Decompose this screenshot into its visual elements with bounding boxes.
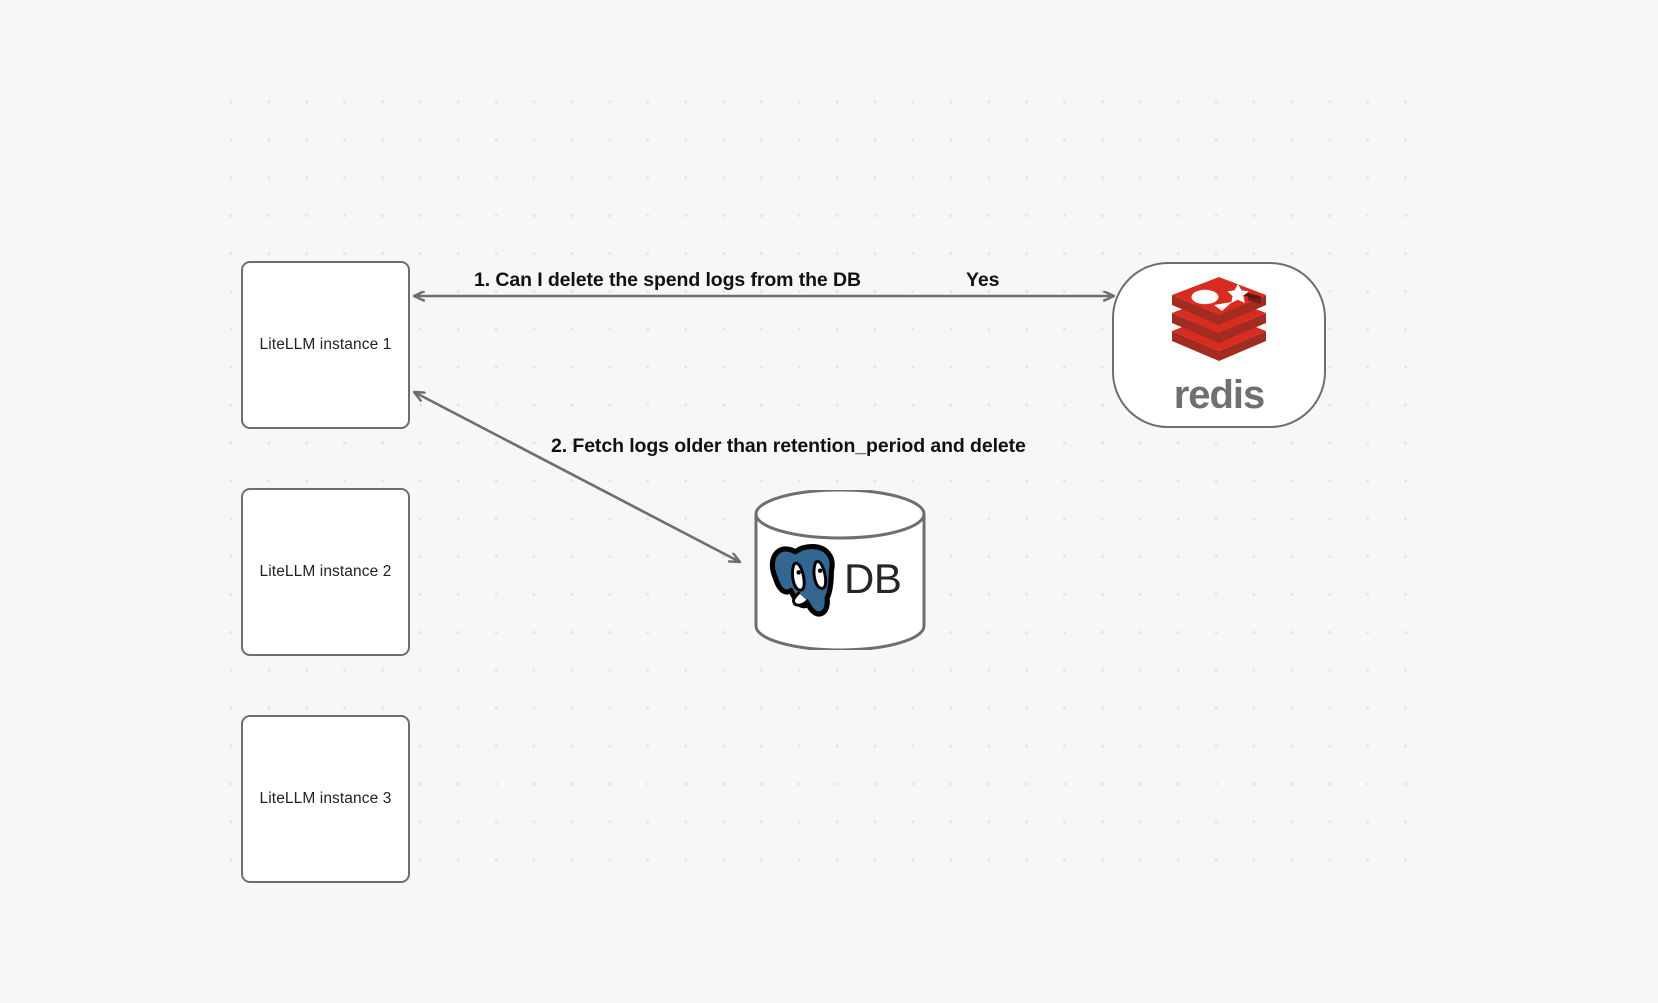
edge-litellm1-db[interactable]	[414, 392, 740, 562]
node-redis[interactable]: redis	[1112, 262, 1326, 428]
node-litellm-instance-2[interactable]: LiteLLM instance 2	[241, 488, 410, 656]
node-litellm-instance-1[interactable]: LiteLLM instance 1	[241, 261, 410, 429]
node-label: LiteLLM instance 1	[259, 336, 392, 353]
node-label: LiteLLM instance 3	[259, 790, 392, 807]
edge-label-2: 2. Fetch logs older than retention_perio…	[551, 435, 1026, 457]
redis-logo-icon	[1172, 277, 1266, 361]
edge-label-1-reply: Yes	[966, 269, 1000, 291]
postgresql-elephant-icon	[769, 544, 835, 617]
db-label: DB	[844, 555, 902, 602]
redis-wordmark: redis	[1173, 373, 1266, 417]
node-label: LiteLLM instance 2	[259, 563, 392, 580]
node-litellm-instance-3[interactable]: LiteLLM instance 3	[241, 715, 410, 883]
node-database[interactable]: DB	[752, 490, 928, 650]
edge-label-1: 1. Can I delete the spend logs from the …	[474, 269, 861, 291]
